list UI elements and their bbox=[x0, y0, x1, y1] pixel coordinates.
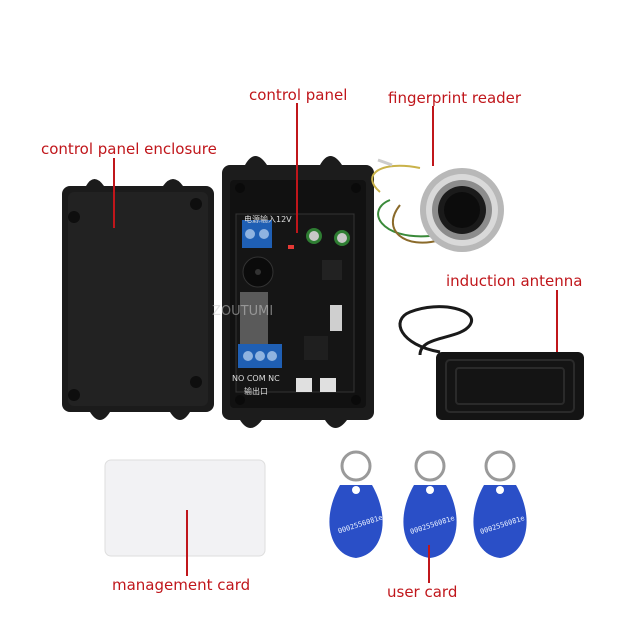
fingerprint-reader bbox=[371, 158, 504, 252]
label-induction-antenna: induction antenna bbox=[446, 272, 583, 290]
control-box bbox=[222, 156, 374, 428]
label-management-card: management card bbox=[112, 576, 251, 594]
pcb-power-input-text: 电源输入12V bbox=[244, 215, 292, 224]
user-card-callout-line bbox=[428, 545, 430, 583]
enclosure-callout-line bbox=[113, 158, 115, 228]
fingerprint-callout-line bbox=[432, 106, 434, 166]
key-fob-1: 0002556081e bbox=[329, 450, 384, 558]
key-fob-3: 0002556081e bbox=[473, 450, 527, 558]
key-fob-2: 0002556081e bbox=[403, 450, 457, 558]
antenna-callout-line bbox=[556, 290, 558, 352]
enclosure-lid bbox=[62, 179, 214, 420]
management-card-callout-line bbox=[186, 510, 188, 576]
label-fingerprint-reader: fingerprint reader bbox=[388, 89, 522, 107]
watermark: ZOUTUMI bbox=[212, 304, 274, 319]
pcb-relay-terminals-text: NO COM NC bbox=[232, 374, 280, 383]
label-control-panel: control panel bbox=[249, 86, 348, 104]
management-card-image bbox=[104, 459, 266, 557]
label-control-panel-enclosure: control panel enclosure bbox=[41, 140, 217, 158]
induction-antenna bbox=[398, 305, 584, 420]
label-user-card: user card bbox=[387, 583, 458, 601]
pcb-output-port-text: 输出口 bbox=[244, 387, 268, 396]
control-panel-callout-line bbox=[296, 103, 298, 233]
